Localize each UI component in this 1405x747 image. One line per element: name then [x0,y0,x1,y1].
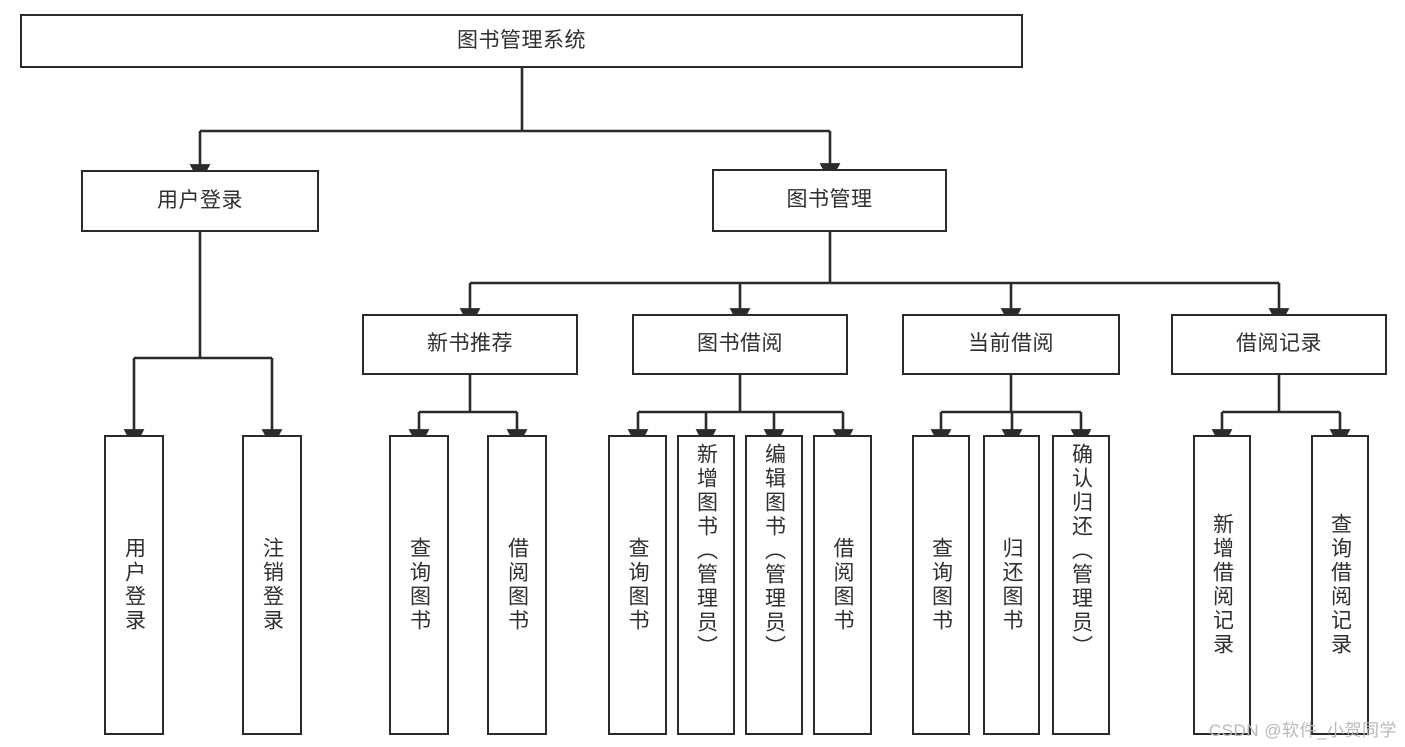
node-new-book-recommend[interactable]: 新书推荐 [362,314,578,375]
node-leaf-query-book-2-label: 查询图书 [626,537,649,633]
node-leaf-borrow-book-2-label: 借阅图书 [831,537,854,633]
node-leaf-logout-label: 注销登录 [260,537,284,633]
node-leaf-return-book-label: 归还图书 [1000,537,1023,633]
node-leaf-query-book-3[interactable]: 查询图书 [912,435,970,735]
node-new-book-recommend-label: 新书推荐 [427,332,513,356]
node-current-borrow[interactable]: 当前借阅 [902,314,1120,375]
node-leaf-query-book-1-label: 查询图书 [407,537,431,633]
node-root-label: 图书管理系统 [457,28,586,52]
node-book-borrow[interactable]: 图书借阅 [632,314,848,375]
node-leaf-confirm-return-label: 确认归还（管理员） [1069,443,1093,659]
node-borrow-record-label: 借阅记录 [1236,332,1322,356]
node-borrow-record[interactable]: 借阅记录 [1171,314,1387,375]
node-root[interactable]: 图书管理系统 [20,14,1023,68]
node-leaf-confirm-return[interactable]: 确认归还（管理员） [1052,435,1110,735]
watermark: CSDN @软件_小贺同学 [1208,721,1397,740]
node-leaf-user-login[interactable]: 用户登录 [104,435,164,735]
node-leaf-query-book-1[interactable]: 查询图书 [389,435,449,735]
node-leaf-add-record-label: 新增借阅记录 [1210,513,1234,657]
node-leaf-edit-book-label: 编辑图书（管理员） [762,443,786,659]
node-leaf-add-book-label: 新增图书（管理员） [694,443,718,659]
node-leaf-user-login-label: 用户登录 [122,537,146,633]
node-leaf-borrow-book-1[interactable]: 借阅图书 [487,435,547,735]
node-leaf-add-record[interactable]: 新增借阅记录 [1193,435,1251,735]
node-leaf-add-book[interactable]: 新增图书（管理员） [677,435,735,735]
node-leaf-query-book-2[interactable]: 查询图书 [608,435,667,735]
node-current-borrow-label: 当前借阅 [968,332,1054,356]
node-book-manage-label: 图书管理 [786,188,873,212]
node-leaf-borrow-book-1-label: 借阅图书 [505,537,529,633]
node-leaf-query-record-label: 查询借阅记录 [1328,513,1352,657]
node-leaf-return-book[interactable]: 归还图书 [983,435,1040,735]
node-user-login[interactable]: 用户登录 [81,170,319,232]
node-leaf-query-book-3-label: 查询图书 [929,537,953,633]
node-book-borrow-label: 图书借阅 [697,332,783,356]
node-leaf-edit-book[interactable]: 编辑图书（管理员） [745,435,803,735]
node-book-manage[interactable]: 图书管理 [712,169,947,232]
node-user-login-label: 用户登录 [157,188,243,212]
node-leaf-query-record[interactable]: 查询借阅记录 [1311,435,1369,735]
node-leaf-borrow-book-2[interactable]: 借阅图书 [813,435,872,735]
node-leaf-logout[interactable]: 注销登录 [242,435,302,735]
